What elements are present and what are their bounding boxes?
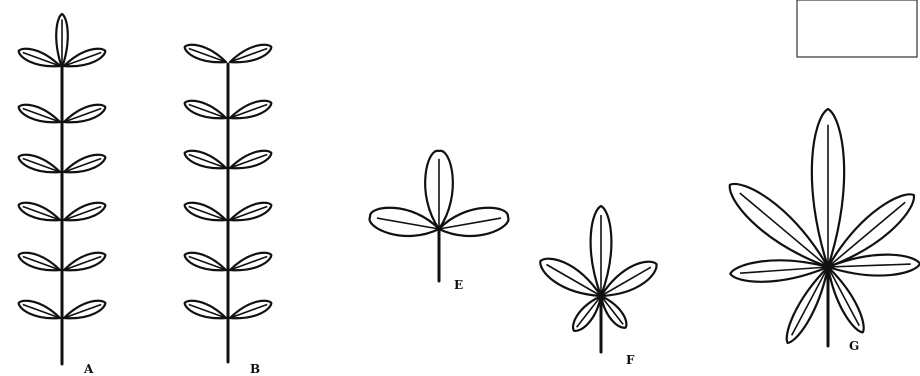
label-E: E <box>454 278 463 292</box>
corner-frame <box>797 0 917 57</box>
label-B: B <box>250 362 260 376</box>
leaf-E-trifoliate <box>370 151 509 281</box>
label-A: A <box>83 362 94 376</box>
leaf-B-pinnate-without-terminal-leaflet <box>185 45 272 362</box>
leaflet-E-3 <box>439 208 508 236</box>
leaf-A-pinnate-with-terminal-leaflet <box>19 14 106 364</box>
label-G: G <box>849 339 859 353</box>
leaf-G-seven-leaflet-palmate <box>730 109 920 346</box>
label-F: F <box>626 353 635 367</box>
leaflet-E-2 <box>370 208 439 236</box>
leaflet-G-7-midrib <box>828 267 859 326</box>
leaf-F-five-leaflet-palmate <box>540 206 656 352</box>
